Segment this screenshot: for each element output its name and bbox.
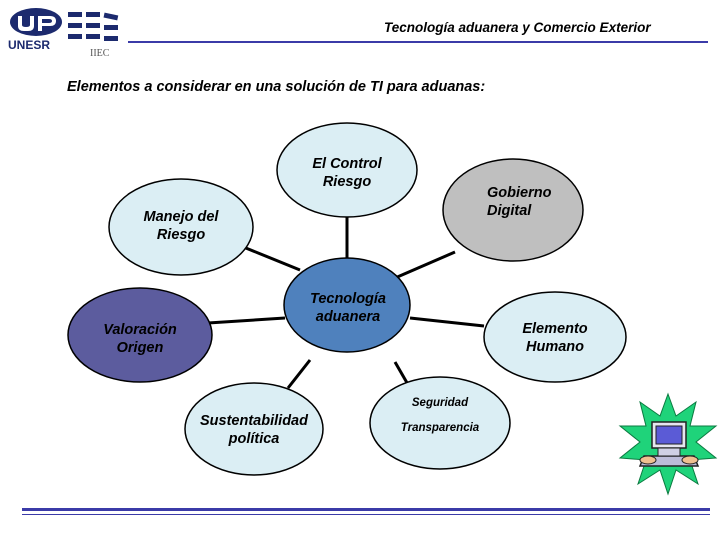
footer-divider-thin: [22, 514, 710, 515]
connector-gobierno: [394, 250, 456, 280]
node-control-label: El Control Riesgo: [312, 156, 382, 191]
unesr-logo: UNESR IIEC: [8, 8, 119, 58]
logo-subtext: IIEC: [90, 48, 110, 58]
center-node-shape: [283, 257, 411, 353]
node-gobierno-label: Gobierno Digital: [487, 185, 552, 220]
slide-heading: Elementos a considerar en una solución d…: [67, 79, 486, 95]
node-valoracion-label: Valoración Origen: [103, 322, 177, 357]
node-seguridad-shape: [369, 376, 511, 470]
computer-icon: [618, 392, 718, 496]
header-title: Tecnología aduanera y Comercio Exterior: [384, 20, 651, 35]
node-gobierno-shape: [442, 158, 584, 262]
node-valoracion-shape: [67, 287, 213, 383]
center-node-label: Tecnología aduanera: [310, 291, 386, 326]
connector-elemento: [409, 316, 485, 328]
header-divider: [128, 41, 708, 43]
footer-divider: [22, 508, 710, 511]
node-sustentabilidad-shape: [184, 382, 324, 476]
connector-sustentabilidad: [286, 359, 312, 389]
node-elemento-shape: [483, 291, 627, 383]
node-control-shape: [276, 122, 418, 218]
node-seguridad-label: Seguridad Transparencia: [400, 397, 480, 435]
node-manejo-label: Manejo del Riesgo: [143, 209, 219, 244]
node-sustentabilidad-label: Sustentabilidad política: [200, 413, 308, 448]
connector-valoracion: [207, 316, 286, 325]
node-elemento-label: Elemento Humano: [522, 321, 588, 356]
logo-text: UNESR: [8, 38, 50, 52]
node-manejo-shape: [108, 178, 254, 276]
